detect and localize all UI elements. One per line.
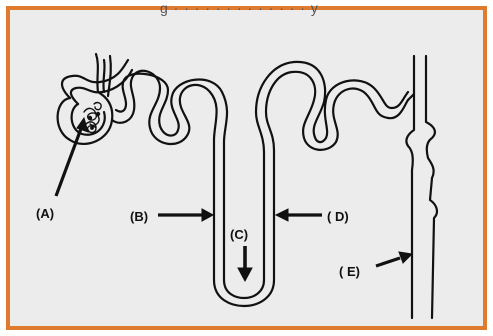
arrowhead-d (276, 209, 288, 221)
collecting-duct-right-wall (426, 56, 437, 318)
afferent-arteriole (96, 54, 98, 92)
arrowhead-a (77, 118, 88, 132)
label-a: (A) (36, 206, 54, 221)
label-c: (C) (230, 227, 248, 242)
convoluted-tubule-outer (112, 71, 408, 306)
label-arrows (56, 118, 412, 281)
arrow-e (376, 258, 400, 266)
label-e: ( E) (339, 264, 360, 279)
afferent-arteriole-inner (103, 60, 104, 92)
arrow-a (56, 126, 82, 196)
label-b: (B) (130, 209, 148, 224)
label-d: ( D) (327, 209, 349, 224)
arrowhead-b (202, 209, 213, 221)
convoluted-tubule-inner (116, 62, 408, 298)
arrowhead-c (238, 268, 252, 281)
arrowhead-e (399, 252, 412, 263)
